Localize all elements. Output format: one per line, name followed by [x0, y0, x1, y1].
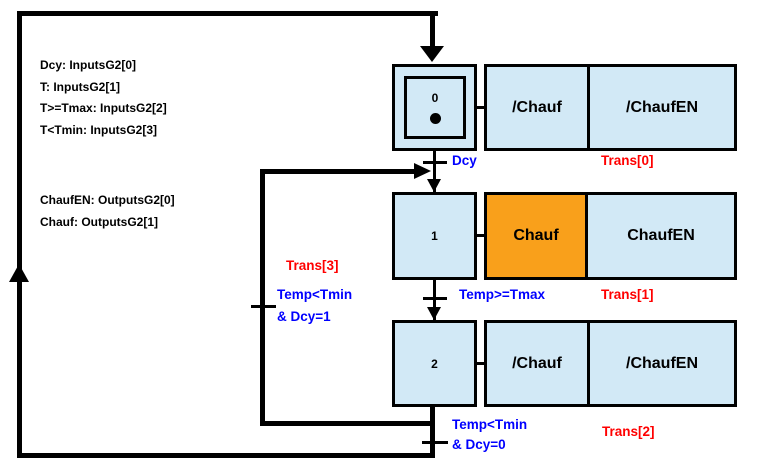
transition-2-condition: Temp<Tmin & Dcy=0: [452, 415, 527, 455]
outer-loop-bottom-line: [17, 453, 435, 458]
outer-loop-top-line: [17, 11, 438, 16]
legend-input-tmin: T<Tmin: InputsG2[3]: [40, 122, 157, 137]
transition-bar-3: [251, 305, 276, 308]
step-1-action-0-box: Chauf: [484, 192, 588, 280]
step-2-action-0-label: /Chauf: [512, 354, 562, 372]
transition-bar-1: [423, 297, 447, 300]
inner-loop-vertical-line: [260, 170, 265, 426]
transition-2-condition-line1: Temp<Tmin: [452, 417, 528, 432]
step-1-number: 1: [431, 229, 438, 243]
outputs-legend: ChaufEN: OutputsG2[0] Chauf: OutputsG2[1…: [40, 190, 175, 233]
transition-bar-2: [422, 441, 448, 444]
step-1-action-0-label: Chauf: [513, 227, 559, 244]
step-2-action-1-box: /ChaufEN: [587, 320, 737, 407]
transition-1-condition: Temp>=Tmax: [459, 287, 546, 302]
transition-3-condition-line2: & Dcy=1: [277, 309, 331, 324]
connector-step1-step2: [433, 280, 436, 321]
step-1-box: 1: [392, 192, 477, 280]
transition-0-condition: Dcy: [452, 153, 477, 168]
step-0-number: 0: [431, 91, 439, 105]
transition-0-label: Trans[0]: [601, 153, 654, 168]
legend-input-t: T: InputsG2[1]: [40, 79, 120, 94]
legend-input-dcy: Dcy: InputsG2[0]: [40, 58, 137, 72]
step2-exit-line: [430, 407, 435, 458]
step-2-box: 2: [392, 320, 477, 407]
step-2-number: 2: [431, 356, 438, 371]
branch-split-line: [260, 421, 435, 426]
inner-loop-arrow-right-icon: [414, 163, 431, 179]
loop-direction-arrow-up-icon: [9, 264, 29, 282]
inner-loop-top-line: [260, 169, 415, 174]
step-0-action-1-label: /ChaufEN: [626, 98, 698, 116]
transition-1-label: Trans[1]: [601, 287, 654, 302]
connector-step0-step1: [433, 151, 436, 193]
step-0-action-0-label: /Chauf: [512, 98, 562, 116]
action-link-step1: [477, 234, 485, 237]
action-link-step0: [477, 106, 485, 109]
action-link-step2: [477, 362, 485, 365]
connector-arrow-step1-icon: [427, 179, 441, 192]
transition-2-label: Trans[2]: [602, 424, 655, 439]
active-step-token-icon: [429, 113, 441, 124]
legend-output-chaufen: ChaufEN: OutputsG2[0]: [40, 193, 175, 207]
transition-3-condition-line1: Temp<Tmin: [277, 287, 353, 302]
transition-bar-0: [423, 161, 447, 164]
transition-3-condition: Temp<Tmin & Dcy=1: [277, 284, 352, 328]
inputs-legend: Dcy: InputsG2[0] T: InputsG2[1] T>=Tmax:…: [40, 55, 167, 141]
entry-drop-line: [430, 11, 435, 47]
step-1-action-1-label: ChaufEN: [627, 227, 695, 244]
step-0-action-1-box: /ChaufEN: [587, 64, 737, 151]
step-1-action-1-box: ChaufEN: [585, 192, 737, 280]
transition-2-condition-line2: & Dcy=0: [452, 437, 506, 452]
step-2-action-0-box: /Chauf: [484, 320, 590, 407]
step-0-inner-box: 0: [404, 76, 466, 139]
transition-3-label: Trans[3]: [286, 258, 339, 273]
legend-output-chauf: Chauf: OutputsG2[1]: [40, 214, 158, 229]
outer-loop-left-line: [17, 11, 22, 458]
step-0-action-0-box: /Chauf: [484, 64, 590, 151]
connector-arrow-step2-icon: [427, 307, 441, 320]
step-2-action-1-label: /ChaufEN: [626, 354, 698, 372]
entry-arrow-down-icon: [420, 46, 444, 62]
legend-input-tmax: T>=Tmax: InputsG2[2]: [40, 101, 167, 115]
